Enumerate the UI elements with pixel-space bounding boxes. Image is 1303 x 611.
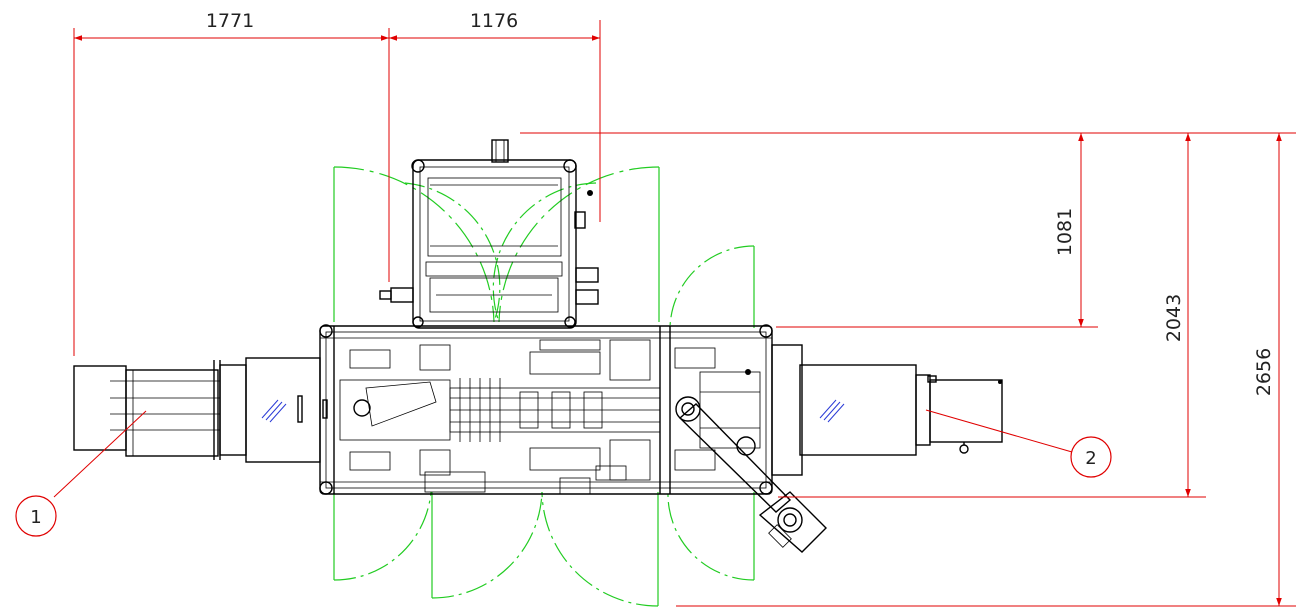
dim-height-total: 2656 xyxy=(1253,348,1275,396)
top-unit xyxy=(379,139,599,329)
robot-arm xyxy=(675,396,827,553)
outfeed-conveyor xyxy=(771,344,1003,476)
dim-width-middle: 1176 xyxy=(470,10,518,32)
main-frame xyxy=(319,324,773,495)
machine-outline xyxy=(73,139,1003,553)
door-swing-zones xyxy=(333,166,755,607)
infeed-conveyor xyxy=(73,357,328,463)
window-hatches xyxy=(261,399,845,423)
dim-height-body: 2043 xyxy=(1163,294,1185,342)
callout-1: 1 xyxy=(15,410,147,537)
dim-width-left: 1771 xyxy=(206,10,254,32)
callout-2: 2 xyxy=(925,409,1112,478)
callout-2-label: 2 xyxy=(1085,448,1096,469)
dim-height-upper: 1081 xyxy=(1054,208,1076,256)
callout-1-label: 1 xyxy=(30,507,41,528)
dimension-lines xyxy=(73,20,1296,607)
